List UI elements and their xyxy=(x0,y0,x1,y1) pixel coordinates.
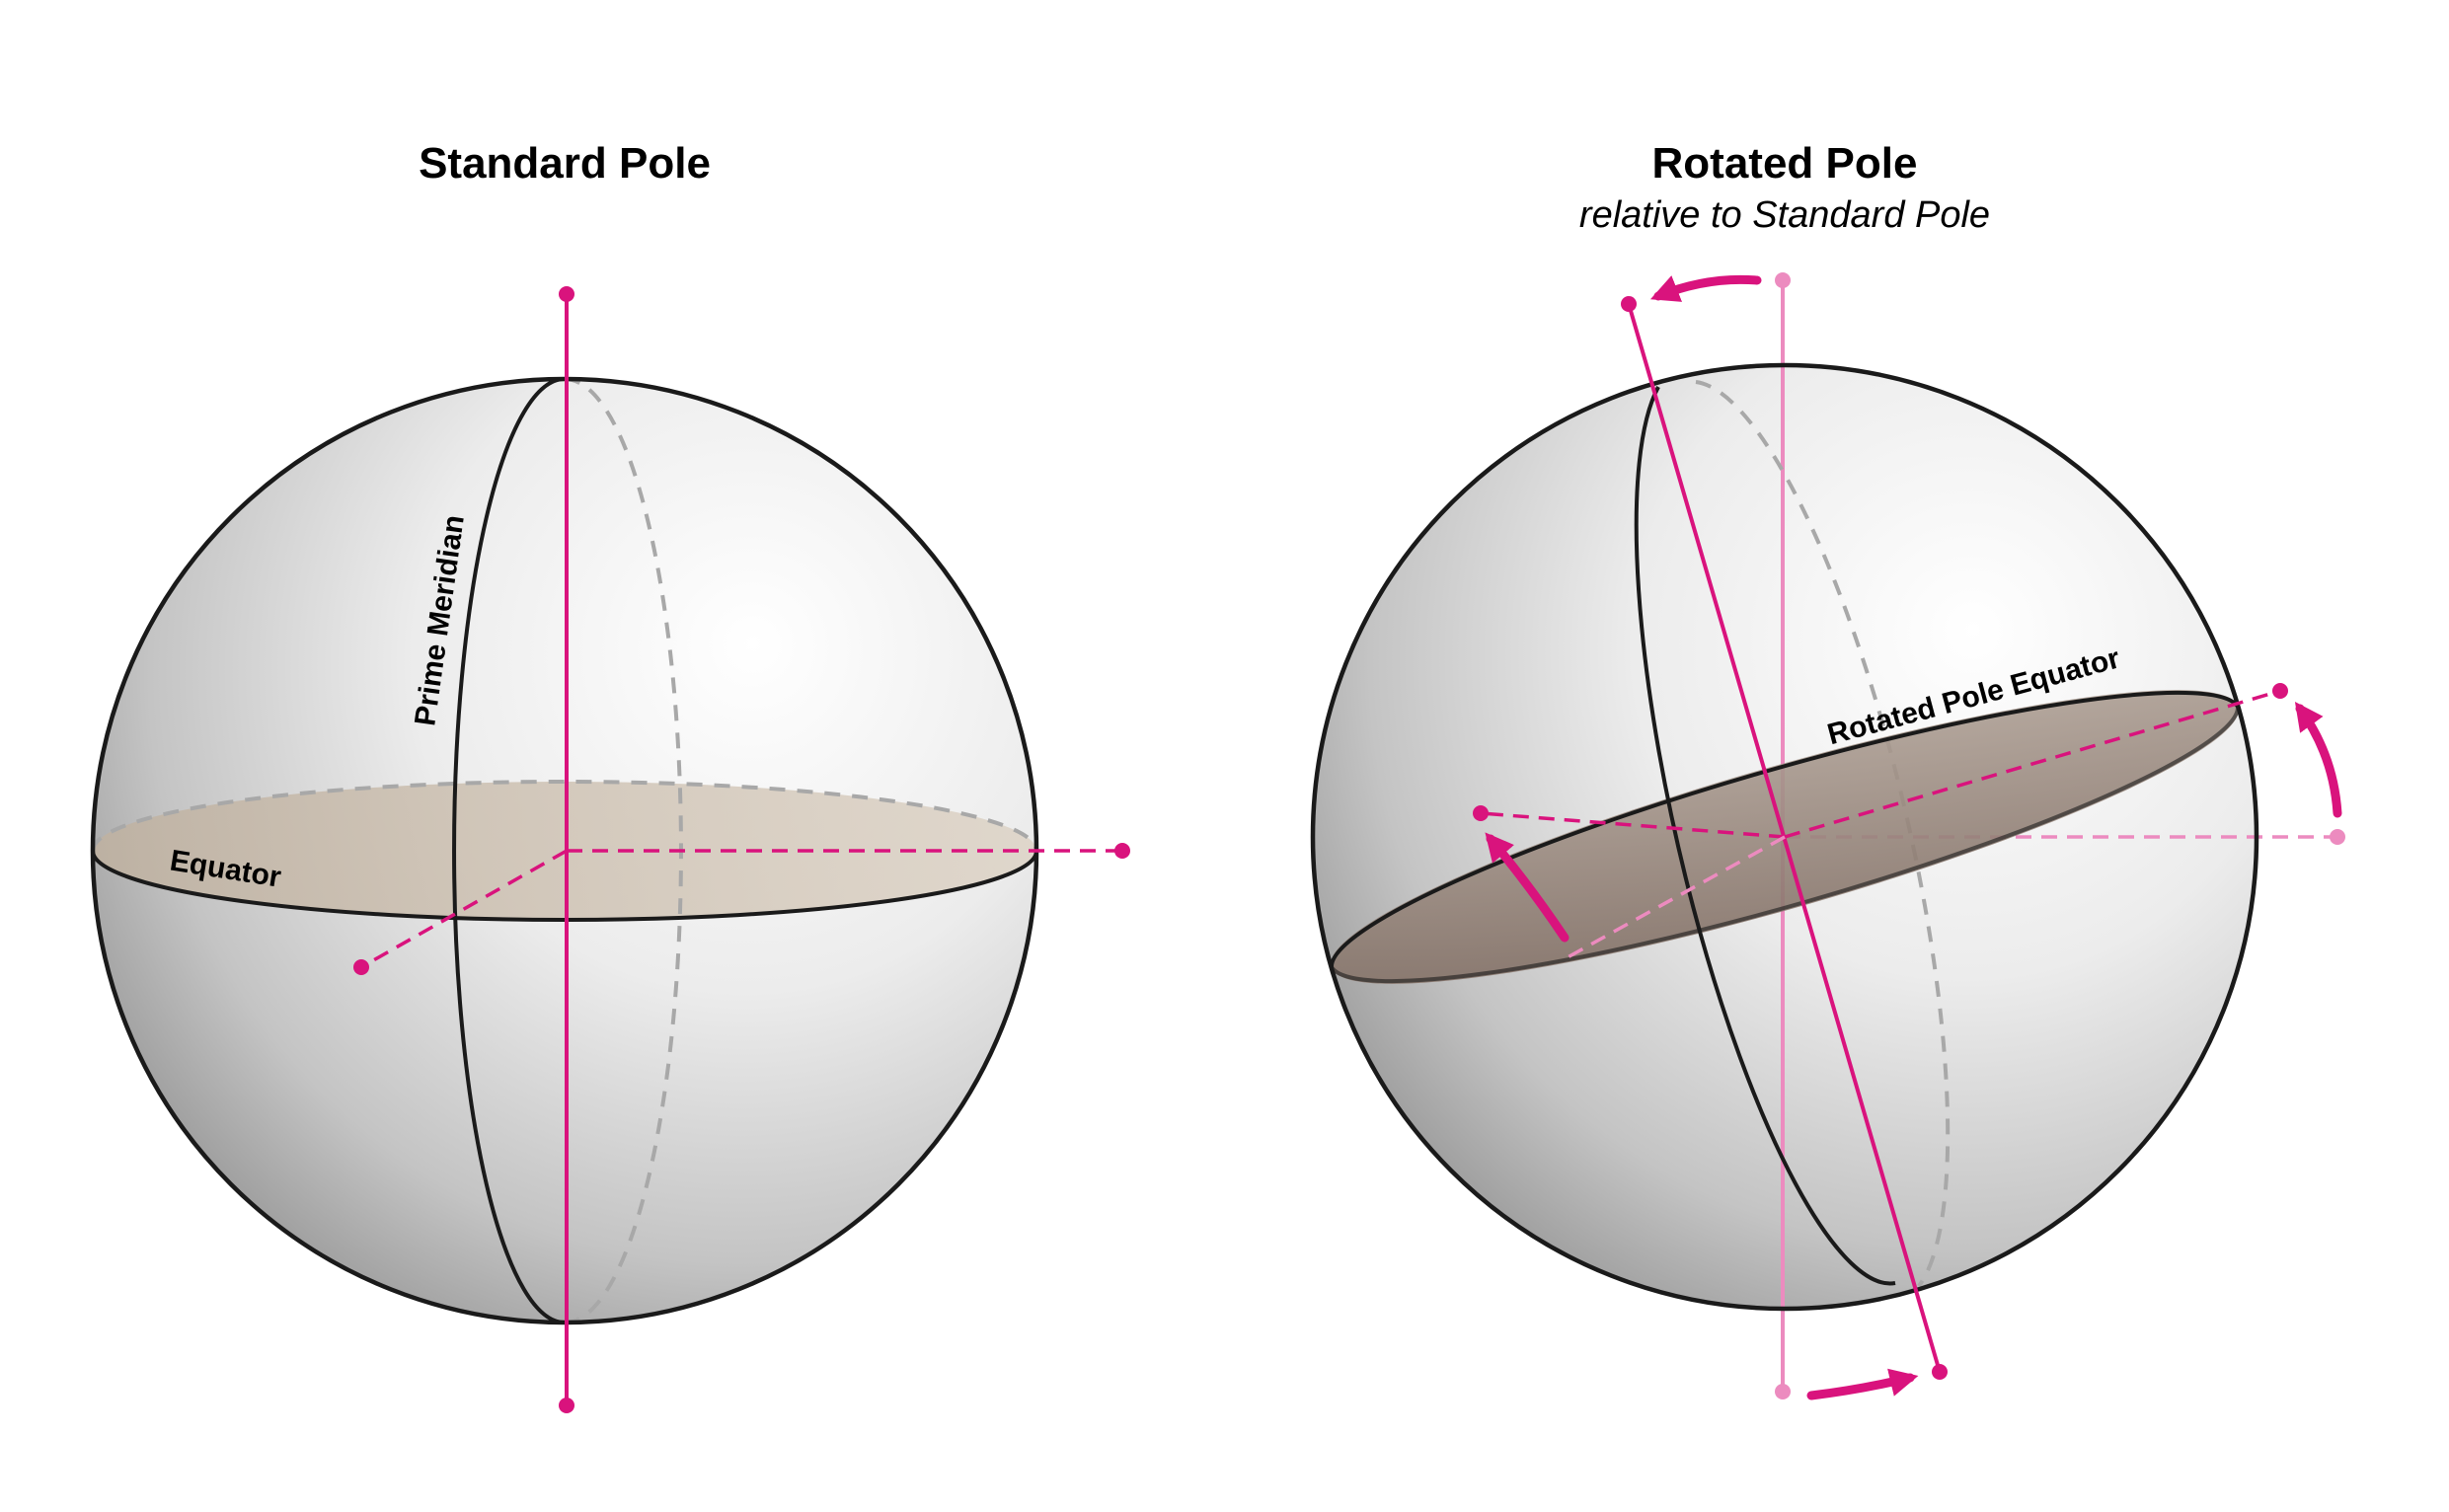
rotated-north-pole-point xyxy=(1621,296,1637,312)
standard-x-axis-point xyxy=(1114,843,1130,859)
rotated-pole-subtitle: relative to Standard Pole xyxy=(1579,194,1990,236)
standard-south-pole-point xyxy=(559,1398,574,1413)
rotated-original-y-axis xyxy=(1567,835,1786,959)
rotation-arrow-bottom xyxy=(1806,1368,1919,1400)
rotated-y-axis-point xyxy=(1473,805,1489,821)
rotated-pole-title: Rotated Pole xyxy=(1652,139,1918,188)
rotated-original-x-point xyxy=(2330,829,2345,845)
standard-equator-back xyxy=(91,780,1038,852)
rotation-arrow-top xyxy=(1649,274,1762,302)
rotated-x-axis-point xyxy=(2272,683,2288,699)
rotated-x-axis xyxy=(1784,689,2281,839)
rotated-original-north-point xyxy=(1775,272,1791,288)
rotated-meridian-back xyxy=(1695,380,1951,1288)
rotated-south-pole-point xyxy=(1932,1364,1948,1380)
standard-pole-title: Standard Pole xyxy=(419,139,711,188)
rotated-original-south-point xyxy=(1775,1384,1791,1399)
standard-y-axis xyxy=(360,849,568,969)
rotation-arrow-right xyxy=(2294,701,2342,818)
rotated-equator-front xyxy=(1330,706,2241,984)
standard-pole-panel: Standard Pole Prime Meridian Equator xyxy=(90,139,1130,1413)
standard-y-axis-point xyxy=(353,959,369,975)
rotated-prime-meridian xyxy=(1634,386,1896,1286)
rotated-pole-panel: Rotated Pole relative to Standard Pole xyxy=(1310,139,2345,1400)
standard-prime-meridian xyxy=(452,377,566,1324)
rotation-arrow-left xyxy=(1485,832,1569,943)
standard-north-pole-point xyxy=(559,286,574,302)
rotated-sphere-outline xyxy=(1310,362,2259,1312)
